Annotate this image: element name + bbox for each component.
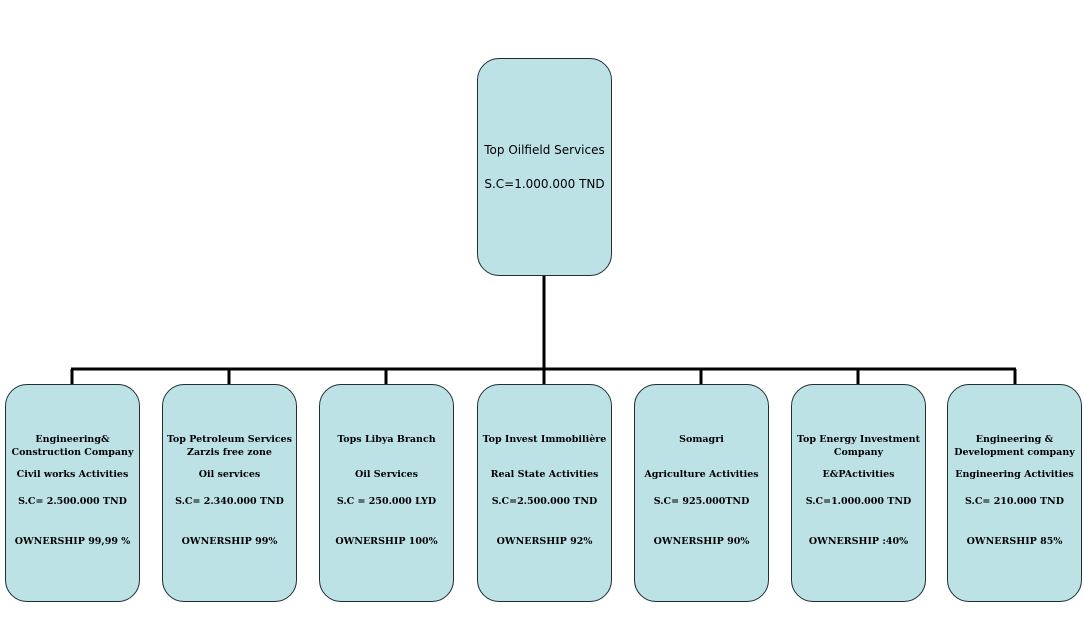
subsidiary-ownership: OWNERSHIP :40% [808, 536, 909, 547]
subsidiary-activity: Oil Services [354, 469, 419, 480]
subsidiary-box-somagri: Somagri Agriculture Activities S.C= 925.… [634, 384, 769, 602]
subsidiary-name: Somagri [679, 434, 724, 445]
subsidiary-activity: Real State Activities [490, 469, 599, 480]
subsidiary-name: Engineering& Construction Company [11, 434, 134, 458]
subsidiary-ownership: OWNERSHIP 90% [653, 536, 750, 547]
subsidiary-share-capital: S.C= 925.000TND [653, 496, 750, 507]
subsidiary-activity: Agriculture Activities [644, 469, 759, 480]
subsidiary-box-tops-libya-branch: Tops Libya Branch Oil Services S.C = 250… [319, 384, 454, 602]
subsidiary-share-capital: S.C= 2.500.000 TND [18, 496, 127, 507]
subsidiary-box-top-petroleum-services: Top Petroleum Services Zarzis free zone … [162, 384, 297, 602]
subsidiary-box-top-energy-investment: Top Energy Investment Company E&PActivit… [791, 384, 926, 602]
subsidiary-box-top-invest-immobiliere: Top Invest Immobilière Real State Activi… [477, 384, 612, 602]
subsidiary-share-capital: S.C= 2.340.000 TND [175, 496, 284, 507]
subsidiary-box-engineering-development: Engineering & Development company Engine… [947, 384, 1082, 602]
subsidiary-ownership: OWNERSHIP 92% [496, 536, 593, 547]
subsidiary-activity: Civil works Activities [16, 469, 129, 480]
subsidiary-box-engineering-construction: Engineering& Construction Company Civil … [5, 384, 140, 602]
subsidiary-name: Top Petroleum Services Zarzis free zone [166, 434, 293, 458]
subsidiary-name: Top Energy Investment Company [797, 434, 920, 458]
subsidiary-share-capital: S.C=2.500.000 TND [491, 496, 598, 507]
root-share-capital: S.C=1.000.000 TND [484, 177, 605, 191]
subsidiary-name: Engineering & Development company [954, 434, 1075, 458]
subsidiary-ownership: OWNERSHIP 100% [335, 536, 438, 547]
subsidiary-activity: Engineering Activities [955, 469, 1074, 480]
subsidiary-activity: Oil services [198, 469, 261, 480]
root-company-box: Top Oilfield Services S.C=1.000.000 TND [477, 58, 612, 276]
subsidiary-share-capital: S.C= 210.000 TND [965, 496, 1064, 507]
subsidiary-ownership: OWNERSHIP 99% [181, 536, 278, 547]
subsidiary-share-capital: S.C=1.000.000 TND [805, 496, 912, 507]
subsidiary-name: Top Invest Immobilière [482, 434, 607, 445]
subsidiary-share-capital: S.C = 250.000 LYD [336, 496, 437, 507]
subsidiary-name: Tops Libya Branch [337, 434, 436, 445]
subsidiary-ownership: OWNERSHIP 85% [966, 536, 1063, 547]
root-company-name: Top Oilfield Services [484, 143, 605, 157]
subsidiary-activity: E&PActivities [822, 469, 895, 480]
subsidiary-ownership: OWNERSHIP 99,99 % [14, 536, 131, 547]
